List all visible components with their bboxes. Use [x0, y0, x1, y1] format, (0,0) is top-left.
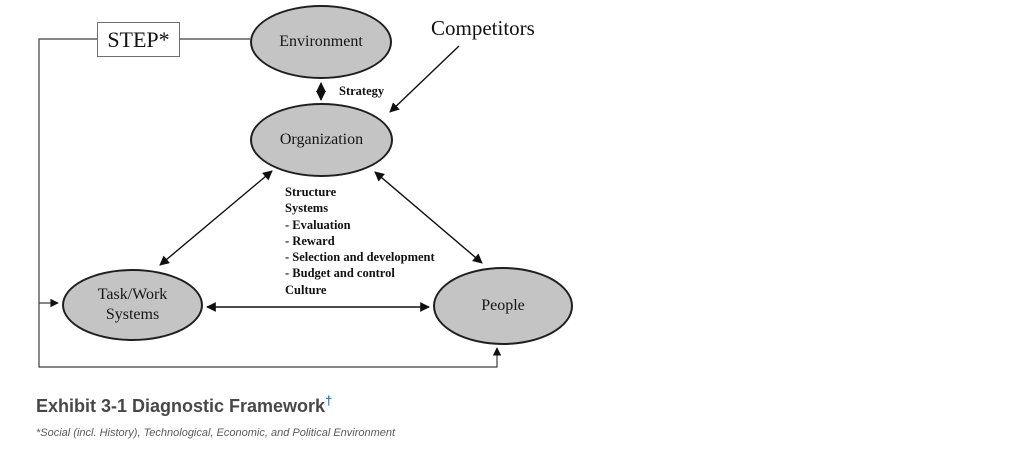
exhibit-caption-title: Exhibit 3-1 Diagnostic Framework: [36, 396, 326, 416]
attr-systems: Systems: [285, 201, 329, 216]
exhibit-caption: Exhibit 3-1 Diagnostic Framework†: [36, 393, 332, 417]
competitors-label: Competitors: [431, 16, 535, 40]
node-task-work-label-line2: Systems: [105, 306, 160, 323]
node-task-work-systems: Task/Work Systems: [62, 269, 203, 341]
arrow-organization-people: [374, 171, 483, 264]
attr-budget: - Budget and control: [285, 266, 395, 281]
step-box-label: STEP*: [107, 26, 170, 52]
node-environment-label: Environment: [279, 33, 363, 50]
attr-reward: - Reward: [285, 233, 335, 248]
step-footnote: *Social (incl. History), Technological, …: [36, 427, 396, 439]
attr-culture: Culture: [285, 282, 327, 297]
attr-selection: - Selection and development: [285, 250, 435, 265]
arrow-organization-taskwork: [159, 170, 273, 266]
strategy-label: Strategy: [339, 84, 385, 98]
attr-structure: Structure: [285, 185, 337, 199]
footnote-dagger-link[interactable]: †: [325, 393, 333, 408]
feedback-loop-arrow-step-to-people: [38, 38, 502, 368]
node-organization-label: Organization: [279, 131, 364, 148]
arrow-competitors-to-organization: [389, 45, 460, 113]
node-people-label: People: [481, 297, 525, 314]
attr-evaluation: - Evaluation: [285, 217, 351, 232]
node-people: People: [433, 267, 573, 345]
organization-attributes-list: Structure Systems - Evaluation - Reward …: [285, 184, 435, 298]
step-box: STEP*: [97, 22, 180, 57]
node-organization: Organization: [250, 103, 393, 177]
node-environment: Environment: [250, 5, 392, 79]
node-task-work-label-line1: Task/Work: [97, 286, 168, 303]
